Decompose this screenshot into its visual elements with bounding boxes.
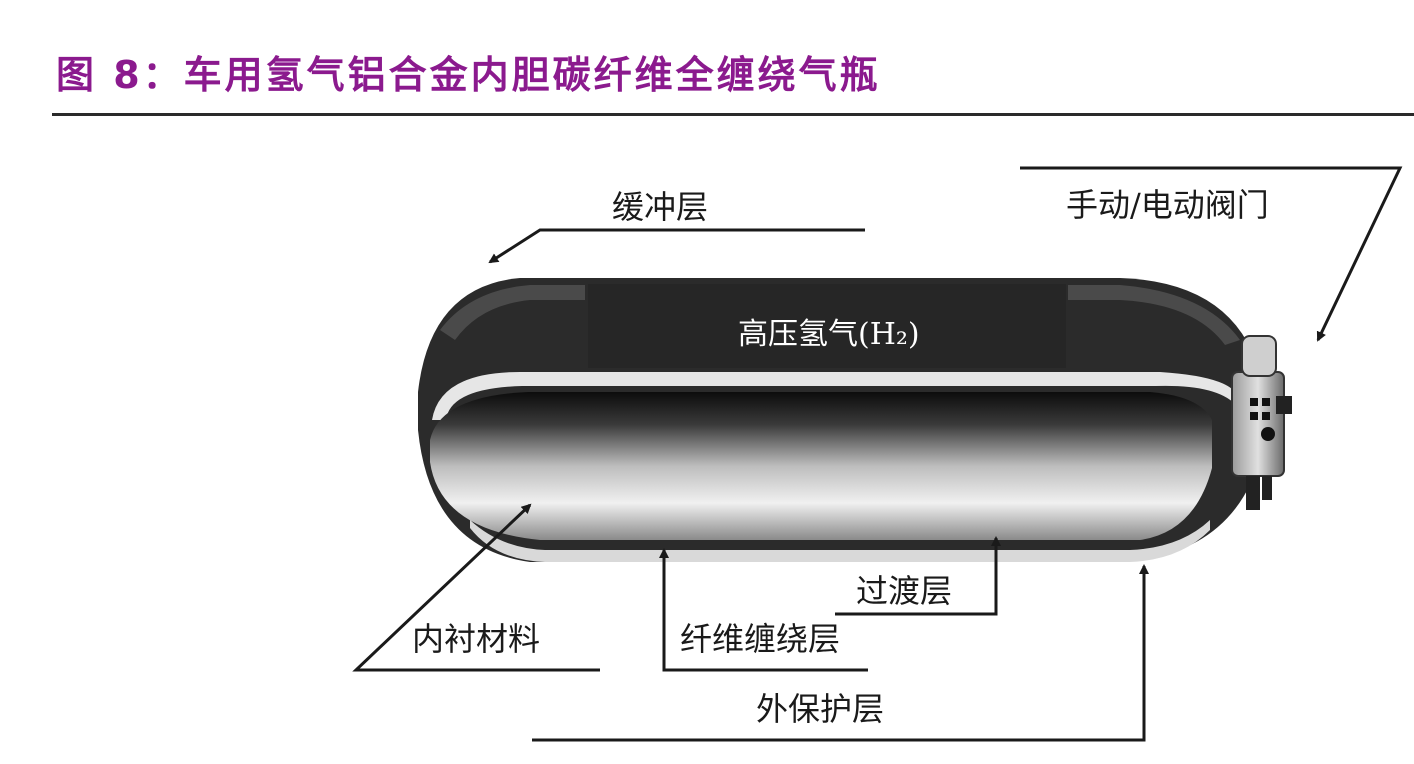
shell-end-highlight-left (440, 285, 585, 340)
fiber-band (588, 284, 1066, 368)
leader-transition-layer (835, 536, 1001, 616)
shell-end-highlight-right (1068, 285, 1240, 345)
transition-strip (432, 372, 1235, 420)
leader-buffer-layer (488, 228, 865, 264)
label-buffer-layer: 缓冲层 (612, 188, 708, 226)
leader-fiber-winding-layer (659, 548, 868, 672)
valve-assembly (1231, 335, 1292, 510)
label-outer-protective-layer: 外保护层 (756, 690, 884, 728)
figure-title: 图 8：车用氢气铝合金内胆碳纤维全缠绕气瓶 (56, 53, 881, 97)
label-fiber-winding-layer: 纤维缠绕层 (680, 620, 840, 658)
leader-valve (1020, 166, 1403, 342)
label-liner-material: 内衬材料 (412, 620, 540, 658)
leader-liner-material (352, 503, 600, 672)
label-valve: 手动/电动阀门 (1066, 186, 1269, 224)
liner-bottom-edge (470, 520, 1210, 562)
inner-liner (430, 392, 1212, 540)
label-hydrogen: 高压氢气(H₂) (738, 317, 920, 352)
label-transition-layer: 过渡层 (856, 572, 952, 610)
leader-outer-protective-layer (532, 564, 1149, 742)
title-divider (52, 113, 1414, 116)
